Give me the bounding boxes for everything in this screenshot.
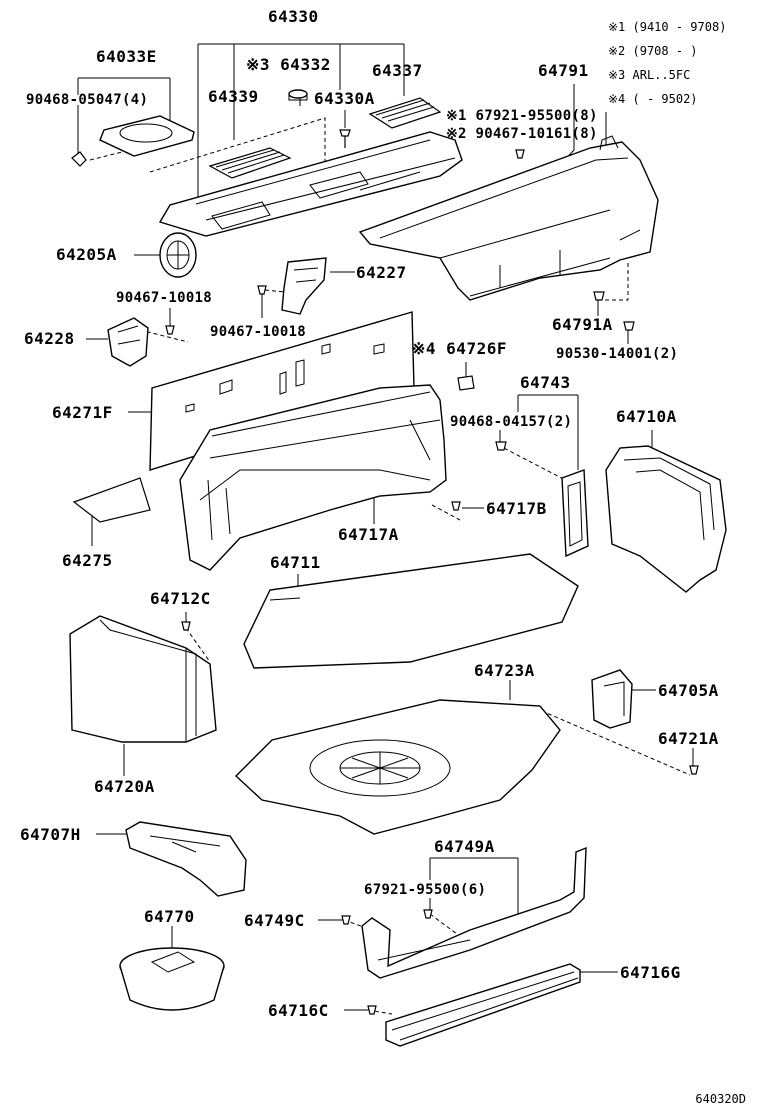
label-90468-05047: 90468-05047(4) bbox=[26, 92, 149, 108]
label-64332: ※3 64332 bbox=[246, 55, 331, 74]
label-90530-14001: 90530-14001(2) bbox=[556, 346, 679, 362]
note-1: ※1 (9410 - 9708) bbox=[608, 20, 727, 34]
label-64749a: 64749A bbox=[434, 837, 495, 856]
label-64723a: 64723A bbox=[474, 661, 535, 680]
part-64770-tray bbox=[119, 947, 225, 1011]
label-64716g: 64716G bbox=[620, 963, 681, 982]
part-64330-package-tray bbox=[158, 89, 463, 237]
part-64710a-trim bbox=[605, 445, 727, 593]
label-64712c: 64712C bbox=[150, 589, 211, 608]
label-64711: 64711 bbox=[270, 553, 321, 572]
part-64033e-cover bbox=[71, 115, 195, 167]
label-64717b: 64717B bbox=[486, 499, 547, 518]
label-64705a: 64705A bbox=[658, 681, 719, 700]
label-64717a: 64717A bbox=[338, 525, 399, 544]
part-64228-bracket bbox=[107, 317, 175, 367]
label-90467-10018-right: 90467-10018 bbox=[210, 324, 307, 340]
part-64205a-ring bbox=[159, 232, 197, 278]
label-64271f: 64271F bbox=[52, 403, 113, 422]
note-2: ※2 (9708 - ) bbox=[608, 44, 698, 58]
label-64337: 64337 bbox=[372, 61, 423, 80]
label-64716c: 64716C bbox=[268, 1001, 329, 1020]
label-64205a: 64205A bbox=[56, 245, 117, 264]
part-64749a-trim bbox=[341, 846, 587, 979]
label-64227: 64227 bbox=[356, 263, 407, 282]
leader-lines bbox=[77, 43, 694, 1011]
label-64720a: 64720A bbox=[94, 777, 155, 796]
label-64330a: 64330A bbox=[314, 89, 375, 108]
label-64330: 64330 bbox=[268, 7, 319, 26]
label-90468-04157: 90468-04157(2) bbox=[450, 414, 573, 430]
label-64033e: 64033E bbox=[96, 47, 157, 66]
note-4: ※4 ( - 9502) bbox=[608, 92, 698, 106]
label-67921-95500-6: 67921-95500(6) bbox=[364, 882, 487, 898]
part-64716g-sill bbox=[367, 963, 581, 1047]
label-64228: 64228 bbox=[24, 329, 75, 348]
label-64743: 64743 bbox=[520, 373, 571, 392]
part-64717a-side-trim bbox=[179, 384, 447, 571]
label-64707h: 64707H bbox=[20, 825, 81, 844]
label-64275: 64275 bbox=[62, 551, 113, 570]
part-64743-cover bbox=[451, 441, 589, 558]
label-64791: 64791 bbox=[538, 61, 589, 80]
part-64726f-clip bbox=[457, 375, 475, 391]
part-64705a-bracket bbox=[591, 669, 699, 775]
label-64791a: 64791A bbox=[552, 315, 613, 334]
label-64749c: 64749C bbox=[244, 911, 305, 930]
label-64770: 64770 bbox=[144, 907, 195, 926]
label-90467-10018-left: 90467-10018 bbox=[116, 290, 213, 306]
part-64275-floor-mat bbox=[72, 477, 151, 523]
part-64723a-mat bbox=[234, 699, 561, 835]
label-64726f: ※4 64726F bbox=[412, 339, 507, 358]
part-64720a-box bbox=[69, 615, 217, 743]
part-64791-lid-trim bbox=[358, 135, 659, 331]
label-64710a: 64710A bbox=[616, 407, 677, 426]
part-64711-floor-board bbox=[243, 553, 579, 669]
part-64707h-bracket bbox=[125, 821, 247, 897]
label-67921-95500-8: ※1 67921-95500(8) bbox=[446, 108, 598, 124]
part-64227-bracket bbox=[257, 257, 327, 315]
label-64721a: 64721A bbox=[658, 729, 719, 748]
label-64339: 64339 bbox=[208, 87, 259, 106]
label-90467-10161-8: ※2 90467-10161(8) bbox=[446, 126, 598, 142]
diagram-code: 640320D bbox=[695, 1092, 746, 1106]
note-3: ※3 ARL..5FC bbox=[608, 68, 691, 82]
